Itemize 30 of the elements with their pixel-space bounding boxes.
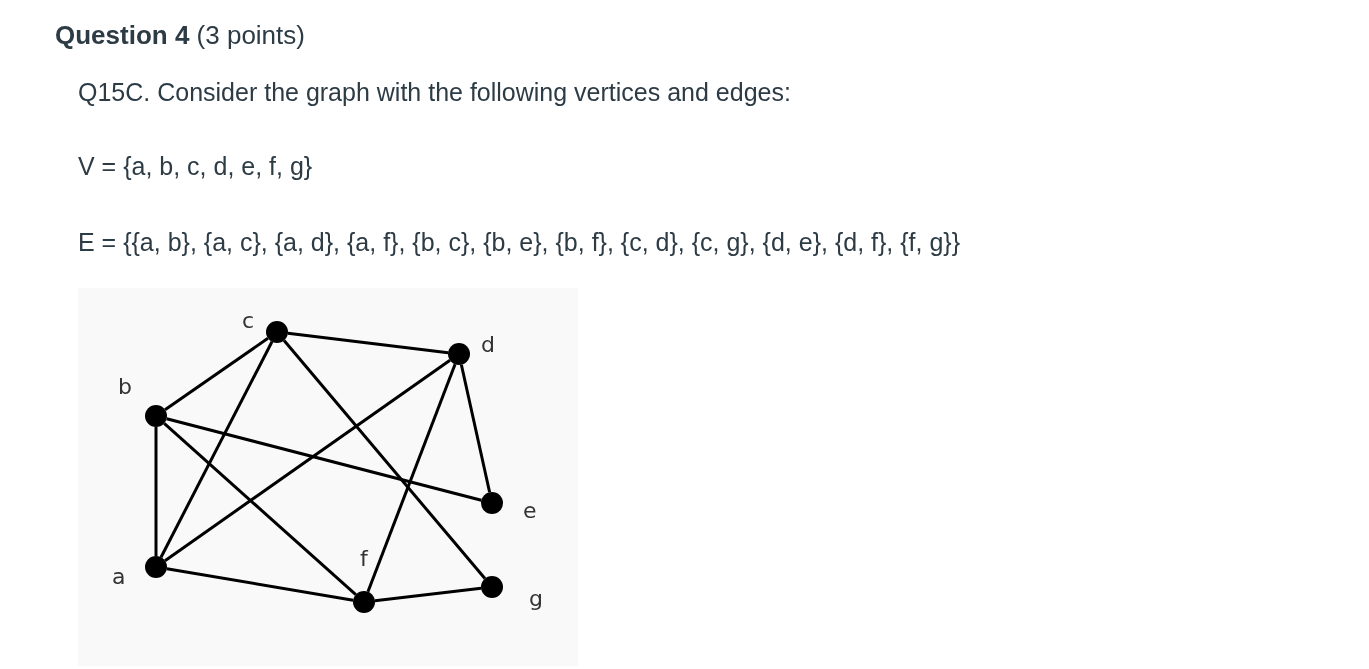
graph-edge — [159, 341, 274, 558]
vertex-label: f — [360, 548, 368, 570]
vertex-label: b — [118, 376, 132, 398]
vertex-label: g — [529, 588, 543, 610]
graph-edge — [154, 427, 158, 556]
graph-edge — [374, 586, 482, 603]
question-text: E = {{a, b}, {a, c}, {a, d}, {a, f}, {b, c}, {b, e}, {b, f}, {c, d}, {c, g}, {d, e}, {d, f}, {f, g}} — [78, 228, 960, 257]
vertex-dot — [481, 492, 503, 514]
vertex-dot — [481, 576, 503, 598]
graph-edge — [163, 422, 357, 596]
question-text: V = {a, b, c, d, e, f, g} — [78, 152, 313, 181]
vertex-dot — [145, 405, 167, 427]
vertex-label: a — [112, 566, 126, 588]
graph-edge — [366, 363, 457, 593]
graph-edge — [287, 331, 449, 355]
question-text: Q15C. Consider the graph with the following vertices and edges: — [78, 78, 791, 107]
vertex-label: d — [481, 334, 495, 356]
graph-edge — [166, 417, 482, 502]
graph-edge — [166, 567, 354, 602]
vertex-dot — [448, 343, 470, 365]
vertex-dot — [266, 321, 288, 343]
vertex-dot — [353, 591, 375, 613]
question-heading: Question 4 (3 points) — [55, 20, 305, 51]
graph-edge — [164, 337, 269, 411]
vertex-dot — [145, 556, 167, 578]
vertex-label: c — [242, 310, 255, 332]
graph-edge — [164, 359, 451, 562]
graph-edge — [459, 364, 492, 493]
vertex-label: e — [523, 500, 537, 522]
graph-edge — [282, 339, 487, 580]
